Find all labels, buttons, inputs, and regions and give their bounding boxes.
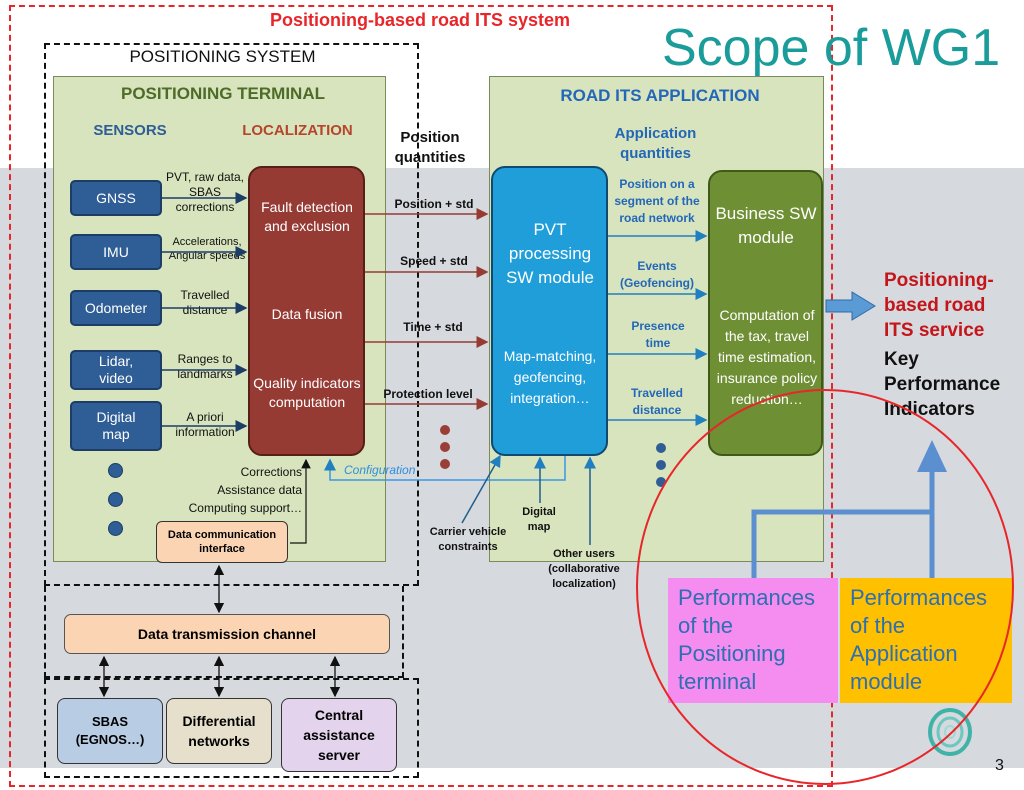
pvt-functions-label: Map-matching, geofencing, integration… — [503, 348, 597, 406]
sensors-header: SENSORS — [93, 122, 167, 139]
more-app-quantities-dot — [656, 460, 666, 470]
source-sbas: SBAS (EGNOS…) — [57, 698, 163, 764]
corrections-text: Corrections Assistance data Computing su… — [165, 463, 302, 517]
sensor-gnss: GNSS — [70, 180, 162, 216]
app-quantity-position: Position on a segment of the road networ… — [614, 177, 700, 225]
positioning-system-title: POSITIONING SYSTEM — [129, 47, 316, 66]
computing-line: Computing support… — [188, 501, 302, 515]
fault-detection-label: Fault detection and exclusion — [261, 199, 353, 234]
sources-boundary — [44, 678, 419, 778]
sensor-digital-map: Digital map — [70, 401, 162, 451]
business-functions-label: Computation of the tax, travel time esti… — [716, 307, 818, 407]
perf-application-box: Performances of the Application module — [840, 578, 1012, 703]
localization-box — [248, 166, 365, 456]
position-quantity-protection: Protection level — [383, 387, 473, 401]
input-other-users: Other users (collaborative localization) — [548, 548, 620, 590]
app-quantity-events: Events (Geofencing) — [620, 259, 694, 290]
corrections-line: Corrections — [240, 465, 302, 479]
configuration-label: Configuration — [344, 463, 416, 477]
input-carrier-vehicle: Carrier vehicle constraints — [429, 526, 507, 553]
localization-header: LOCALIZATION — [242, 122, 353, 139]
scope-title: Scope of WG1 — [662, 19, 1001, 77]
perf-terminal-box: Performances of the Positioning terminal — [668, 578, 838, 703]
sensor-label-odometer: Travelled distance — [180, 288, 230, 317]
data-transmission-channel: Data transmission channel — [64, 614, 390, 654]
more-quantities-dot — [440, 442, 450, 452]
position-quantity-time: Time + std — [403, 320, 463, 334]
sensor-label-gnss: PVT, raw data, SBAS corrections — [165, 170, 245, 214]
position-quantity-position: Position + std — [394, 197, 474, 211]
more-sensors-dot — [108, 492, 123, 507]
application-title: ROAD ITS APPLICATION — [560, 86, 760, 105]
terminal-title: POSITIONING TERMINAL — [121, 84, 325, 103]
sensor-odometer: Odometer — [70, 290, 162, 326]
sensor-imu: IMU — [70, 234, 162, 270]
sensor-label-imu: Accelerations, Angular speeds — [168, 236, 246, 262]
more-quantities-dot — [440, 425, 450, 435]
more-app-quantities-dot — [656, 443, 666, 453]
sensor-lidar-video: Lidar, video — [70, 350, 162, 390]
assistance-line: Assistance data — [217, 483, 302, 497]
more-sensors-dot — [108, 463, 123, 478]
app-quantity-presence: Presence time — [631, 319, 685, 350]
business-module-label: Business SW module — [715, 204, 817, 247]
service-label: Positioning-based road ITS service — [884, 270, 994, 341]
kpi-label: Key Performance Indicators — [884, 349, 1001, 420]
positioning-system-boundary — [44, 43, 419, 586]
application-quantities-header: Application quantities — [614, 125, 697, 162]
more-quantities-dot — [440, 459, 450, 469]
sensor-label-lidar: Ranges to landmarks — [177, 352, 233, 381]
page-number: 3 — [995, 757, 1004, 774]
position-quantity-speed: Speed + std — [400, 254, 468, 268]
system-title: Positioning-based road ITS system — [269, 10, 571, 30]
source-differential: Differential networks — [166, 698, 272, 764]
app-quantity-distance: Travelled distance — [630, 386, 684, 417]
input-digital-map: Digital map — [522, 506, 556, 533]
data-fusion-label: Data fusion — [271, 306, 343, 322]
source-central: Central assistance server — [281, 698, 397, 772]
position-quantities-header: Position quantities — [394, 129, 466, 166]
logo-icon — [928, 708, 972, 756]
data-comm-interface: Data communication interface — [156, 521, 288, 563]
sensor-label-map: A priori information — [175, 410, 235, 439]
more-sensors-dot — [108, 521, 123, 536]
more-app-quantities-dot — [656, 477, 666, 487]
pvt-module-label: PVT processing SW module — [506, 220, 594, 287]
quality-indicators-label: Quality indicators computation — [253, 375, 361, 410]
pvt-processing-module — [491, 166, 608, 456]
